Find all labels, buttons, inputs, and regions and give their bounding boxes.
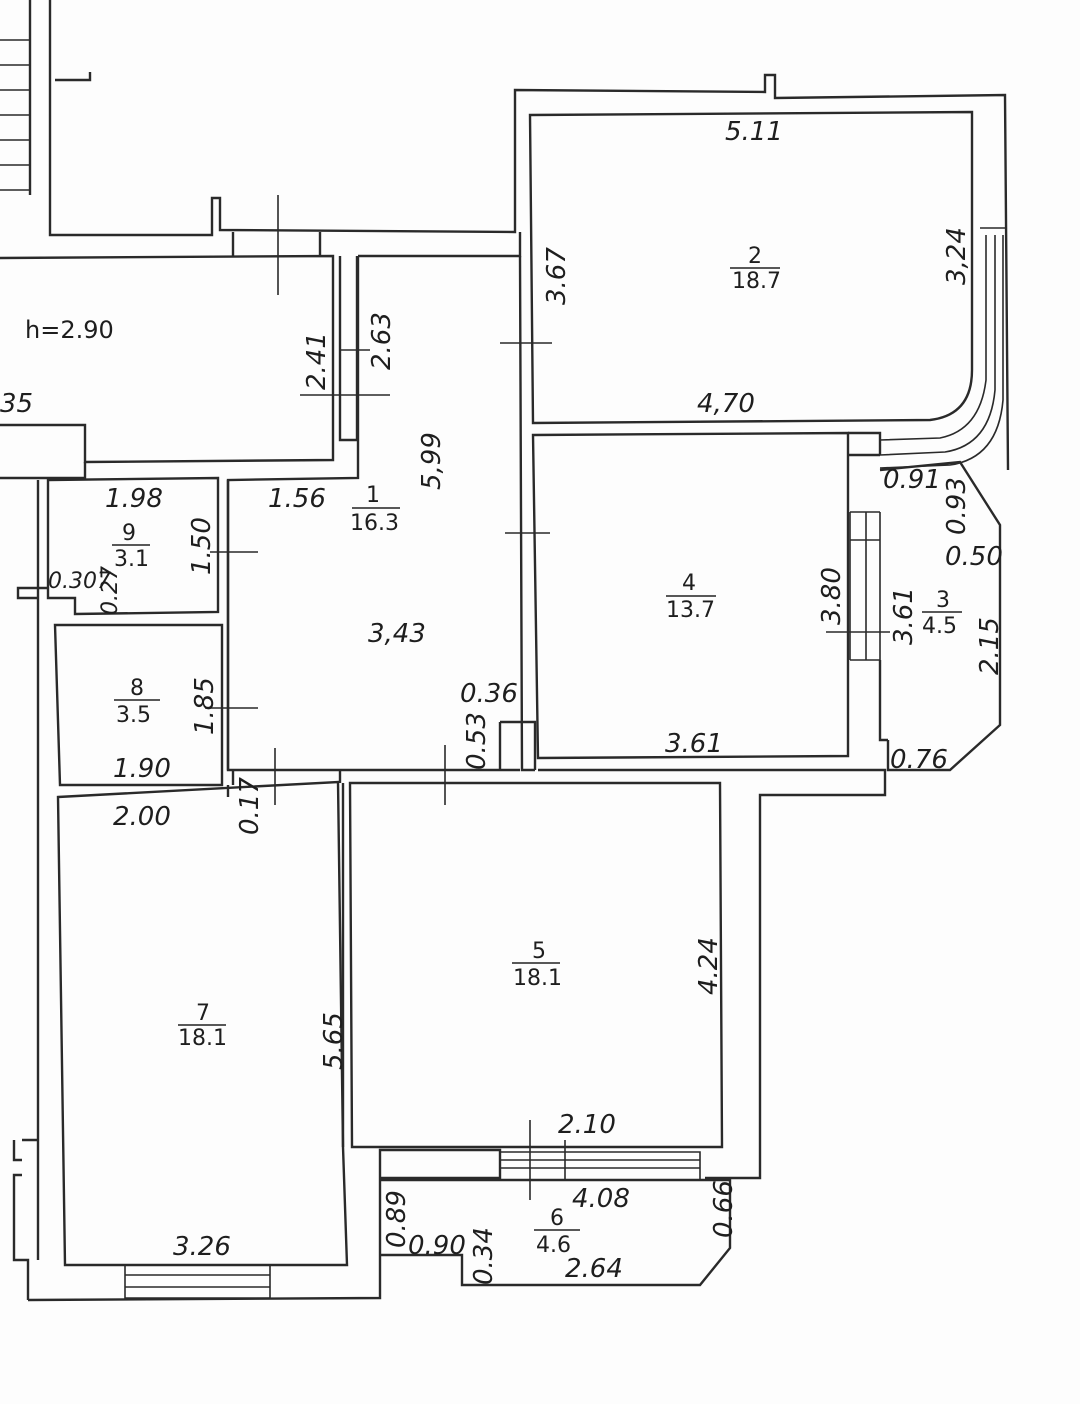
dim-2-15: 2.15 bbox=[975, 617, 1005, 675]
dim-0-50: 0.50 bbox=[945, 542, 1003, 572]
dimension-ticks bbox=[205, 195, 890, 1200]
room-3: 3 4.5 bbox=[922, 588, 962, 639]
dim-3-61-v: 3.61 bbox=[889, 587, 919, 645]
svg-text:18.1: 18.1 bbox=[178, 1026, 227, 1051]
dim-1-90: 1.90 bbox=[113, 754, 171, 784]
dim-4-70: 4,70 bbox=[697, 389, 755, 419]
dim-0-53: 0.53 bbox=[462, 712, 492, 770]
svg-text:5: 5 bbox=[532, 939, 546, 964]
dim-4-08: 4.08 bbox=[572, 1184, 630, 1214]
dim-2-00: 2.00 bbox=[113, 802, 171, 832]
dim-0-307: 0.307 bbox=[48, 569, 111, 594]
dim-0-91: 0.91 bbox=[883, 465, 941, 495]
dim-0-36: 0.36 bbox=[460, 679, 518, 709]
svg-text:3.5: 3.5 bbox=[116, 703, 151, 728]
dim-5-11: 5.11 bbox=[725, 117, 783, 147]
dim-1-50: 1.50 bbox=[187, 517, 217, 575]
dim-0-89: 0.89 bbox=[382, 1190, 412, 1248]
room-4: 4 13.7 bbox=[666, 571, 716, 623]
dim-5-99: 5,99 bbox=[417, 432, 447, 490]
svg-text:2: 2 bbox=[748, 244, 762, 269]
dim-0-76: 0.76 bbox=[890, 745, 948, 775]
svg-text:8: 8 bbox=[130, 676, 144, 701]
room-1: 1 16.3 bbox=[350, 483, 400, 536]
dim-0-34: 0.34 bbox=[469, 1227, 499, 1285]
dim-2-64: 2.64 bbox=[565, 1254, 623, 1284]
dim-1-98: 1.98 bbox=[105, 484, 163, 514]
walls bbox=[0, 0, 1010, 1302]
dim-2-10: 2.10 bbox=[558, 1110, 616, 1140]
room-6: 6 4.6 bbox=[534, 1206, 580, 1258]
room-8: 8 3.5 bbox=[114, 676, 160, 728]
dim-4-24: 4.24 bbox=[694, 937, 724, 995]
dim-3-67: 3.67 bbox=[542, 247, 572, 305]
dim-0-17: 0.17 bbox=[235, 777, 265, 835]
svg-text:7: 7 bbox=[196, 1001, 210, 1026]
dim-2-41: 2.41 bbox=[302, 332, 332, 390]
svg-text:3.1: 3.1 bbox=[114, 547, 149, 572]
dim-5-65: 5.65 bbox=[319, 1012, 349, 1070]
ceiling-height-label: h=2.90 bbox=[25, 316, 114, 344]
room-2: 2 18.7 bbox=[730, 244, 781, 294]
dim-3-43: 3,43 bbox=[368, 619, 426, 649]
svg-text:4.5: 4.5 bbox=[922, 614, 957, 639]
dim-3-61-h: 3.61 bbox=[665, 729, 723, 759]
svg-text:1: 1 bbox=[366, 483, 380, 508]
dim-1-85: 1.85 bbox=[190, 677, 220, 735]
svg-text:4.6: 4.6 bbox=[536, 1233, 571, 1258]
room-7: 7 18.1 bbox=[178, 1001, 227, 1051]
dim-0-27: 0.27 bbox=[98, 566, 123, 615]
svg-text:9: 9 bbox=[122, 521, 136, 546]
svg-text:4: 4 bbox=[682, 571, 696, 596]
svg-text:13.7: 13.7 bbox=[666, 598, 715, 623]
cut-dimension-label: 35 bbox=[0, 389, 33, 419]
dim-0-90: 0.90 bbox=[408, 1231, 466, 1261]
svg-text:16.3: 16.3 bbox=[350, 511, 399, 536]
dim-2-63: 2.63 bbox=[367, 312, 397, 370]
room-5: 5 18.1 bbox=[512, 939, 562, 991]
svg-text:6: 6 bbox=[550, 1206, 564, 1231]
dim-1-56: 1.56 bbox=[268, 484, 326, 514]
labels: h=2.90 35 1 16.3 2 18.7 3 4.5 4 13.7 5 1… bbox=[0, 117, 1005, 1285]
dim-3-80: 3.80 bbox=[817, 567, 847, 625]
svg-text:18.7: 18.7 bbox=[732, 269, 781, 294]
dim-3-24: 3,24 bbox=[942, 227, 972, 285]
svg-text:3: 3 bbox=[936, 588, 950, 613]
room-9: 9 3.1 bbox=[112, 521, 150, 572]
dim-3-26: 3.26 bbox=[173, 1232, 231, 1262]
svg-text:18.1: 18.1 bbox=[513, 966, 562, 991]
dim-0-93: 0.93 bbox=[942, 477, 972, 535]
dim-0-66: 0.66 bbox=[709, 1180, 739, 1238]
